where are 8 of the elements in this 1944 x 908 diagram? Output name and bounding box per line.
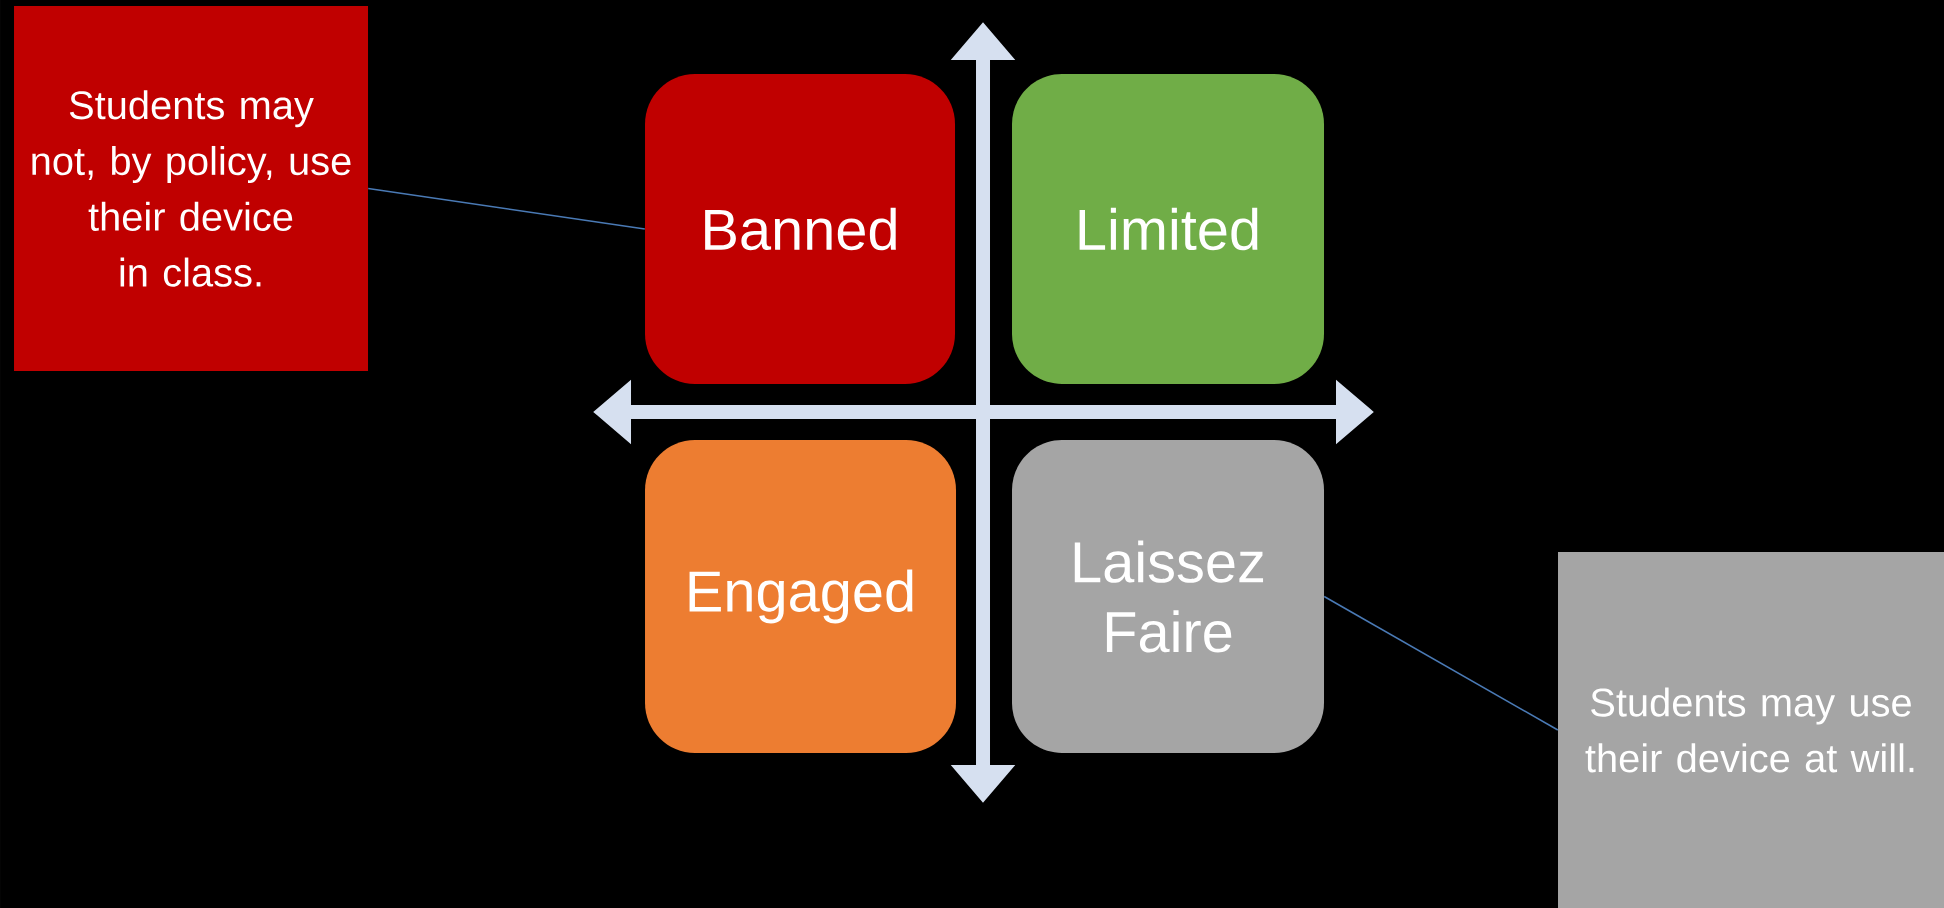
quadrant-box: Engaged: [645, 440, 956, 753]
leader-line: [1323, 595, 1559, 731]
quadrant-box: Limited: [1012, 74, 1324, 384]
note-box: Students may not, by policy, use their device in class.: [14, 6, 368, 371]
quadrant-box: Banned: [645, 74, 955, 384]
quadrant-box: Laissez Faire: [1012, 440, 1324, 753]
note-box: Students may use their device at will.: [1558, 552, 1944, 908]
leader-line: [367, 187, 646, 230]
